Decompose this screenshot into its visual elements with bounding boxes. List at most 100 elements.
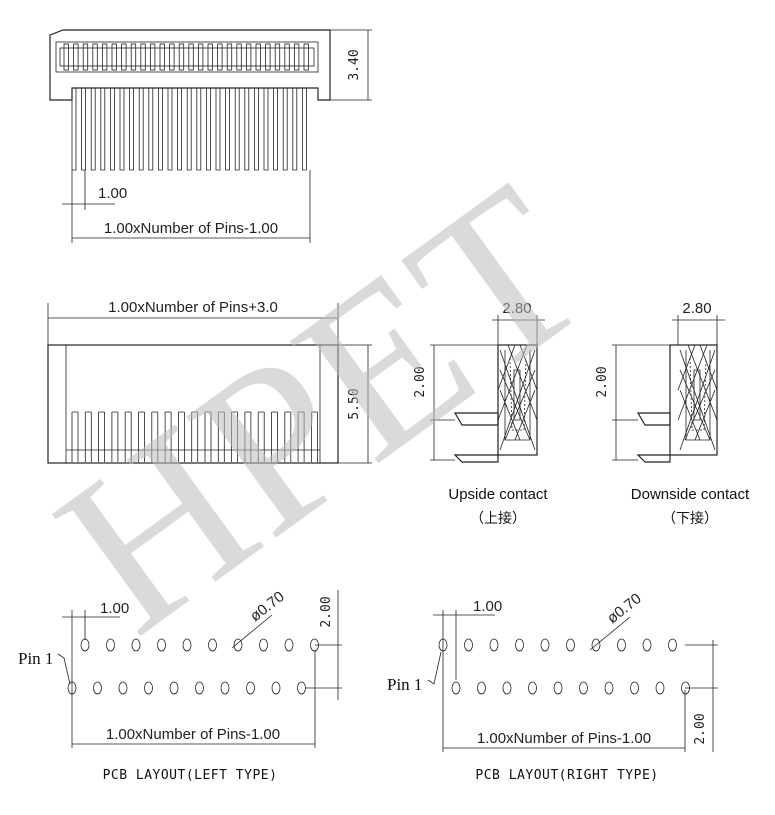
top-lead [292, 88, 298, 171]
front-contact [231, 411, 238, 462]
top-lead [206, 88, 211, 171]
top-lead [263, 88, 269, 171]
top-lead [129, 88, 134, 171]
upside-lower-lead [453, 454, 499, 463]
front-contact [244, 411, 252, 462]
pcb-hole [169, 681, 179, 695]
pcb-right-row-dim: 2.00 [693, 713, 708, 744]
top-lead [282, 88, 288, 171]
top-contact-finger [140, 43, 146, 71]
pcb-left-caption: PCB LAYOUT(LEFT TYPE) [103, 768, 278, 783]
downside-lower-lead [636, 454, 671, 463]
pcb-hole [668, 638, 677, 652]
top-lead [110, 88, 115, 171]
upside-width-dim: 2.80 [502, 300, 531, 317]
front-contact [257, 411, 265, 462]
top-lead [71, 88, 77, 171]
top-contact-finger [178, 43, 185, 71]
downside-height-dim: 2.00 [595, 366, 610, 397]
pcb-hole [579, 681, 588, 695]
top-contact-finger [265, 43, 271, 71]
pcb-hole [233, 638, 243, 652]
top-lead [186, 88, 192, 171]
pcb-hole [144, 681, 153, 695]
pcb-hole [528, 681, 537, 695]
pcb-hole [464, 638, 473, 652]
top-lead [138, 88, 144, 171]
top-contact-finger [102, 43, 108, 71]
pcb-hole [118, 681, 128, 695]
pcb-hole [80, 638, 90, 652]
top-view-span-dim: 1.00xNumber of Pins-1.00 [104, 220, 278, 237]
front-contact [297, 411, 305, 462]
pcb-hole [220, 681, 230, 695]
top-lead [302, 88, 307, 171]
front-contact [151, 411, 159, 462]
pcb-hole [93, 681, 102, 695]
front-contact [71, 411, 79, 462]
front-contact [217, 411, 225, 462]
top-contact-finger [284, 43, 290, 71]
top-contact-finger [82, 43, 89, 71]
front-view-width-dim: 1.00xNumber of Pins+3.0 [108, 299, 278, 316]
top-lead [196, 88, 202, 171]
downside-upper-lead [636, 412, 671, 426]
top-contact-finger [121, 43, 127, 71]
top-contact-finger [274, 43, 281, 71]
pcb-right-pitch-dim: 1.00 [473, 598, 502, 615]
front-contact [138, 411, 145, 462]
top-view-contacts [63, 43, 309, 71]
front-contact [98, 411, 105, 462]
downside-width-dim: 2.80 [682, 300, 711, 317]
pcb-hole [502, 681, 512, 695]
top-contact-finger [197, 43, 204, 71]
pcb-hole [131, 638, 141, 652]
pcb-layout-left: 1.00 ø0.70 2.00 1.00xNumber of Pins-1.00… [18, 588, 342, 783]
pcb-hole [157, 638, 166, 652]
top-contact-finger [130, 43, 137, 71]
front-view-body [47, 344, 339, 464]
top-lead [148, 88, 154, 171]
pcb-hole [246, 681, 255, 695]
front-contact [311, 411, 318, 462]
pcb-hole [630, 681, 639, 695]
top-contact-finger [217, 43, 223, 71]
pcb-right-span-dim: 1.00xNumber of Pins-1.00 [477, 730, 651, 747]
pcb-hole [284, 638, 294, 652]
top-contact-finger [188, 43, 194, 71]
front-contact [284, 411, 292, 462]
top-view-pitch-dim: 1.00 [98, 185, 127, 202]
front-contact [191, 411, 199, 462]
upside-housing [497, 344, 538, 456]
top-lead [100, 88, 106, 171]
front-view-height-dim: 5.50 [347, 388, 362, 419]
top-contact-finger [159, 43, 165, 71]
top-lead [254, 88, 259, 171]
top-contact-finger [303, 43, 309, 71]
pcb-left-row-dim: 2.00 [319, 596, 334, 627]
downside-contact-view: 2.80 2.00 Downside contact （下接） [595, 300, 750, 527]
top-lead [273, 88, 278, 171]
top-lead [167, 88, 173, 171]
top-lead [90, 88, 96, 171]
top-contact-finger [207, 43, 213, 71]
downside-caption-cn: （下接） [662, 510, 718, 527]
upside-caption: Upside contact [448, 486, 548, 503]
top-contact-finger [236, 43, 242, 71]
pcb-hole [208, 638, 217, 652]
pcb-hole [617, 638, 626, 652]
pcb-hole [477, 681, 486, 695]
top-lead [225, 88, 230, 171]
front-contact [178, 411, 185, 462]
upside-contact-view: 2.80 2.00 Upside contact （上接） [413, 300, 548, 527]
pcb-hole [604, 681, 614, 695]
top-view-slot [55, 41, 319, 73]
upside-height-dim: 2.00 [413, 366, 428, 397]
pcb-hole [182, 638, 192, 652]
top-lead [177, 88, 182, 171]
top-contact-finger [73, 43, 79, 71]
front-contact [84, 411, 92, 462]
top-lead [244, 88, 250, 171]
top-contact-finger [293, 43, 300, 71]
